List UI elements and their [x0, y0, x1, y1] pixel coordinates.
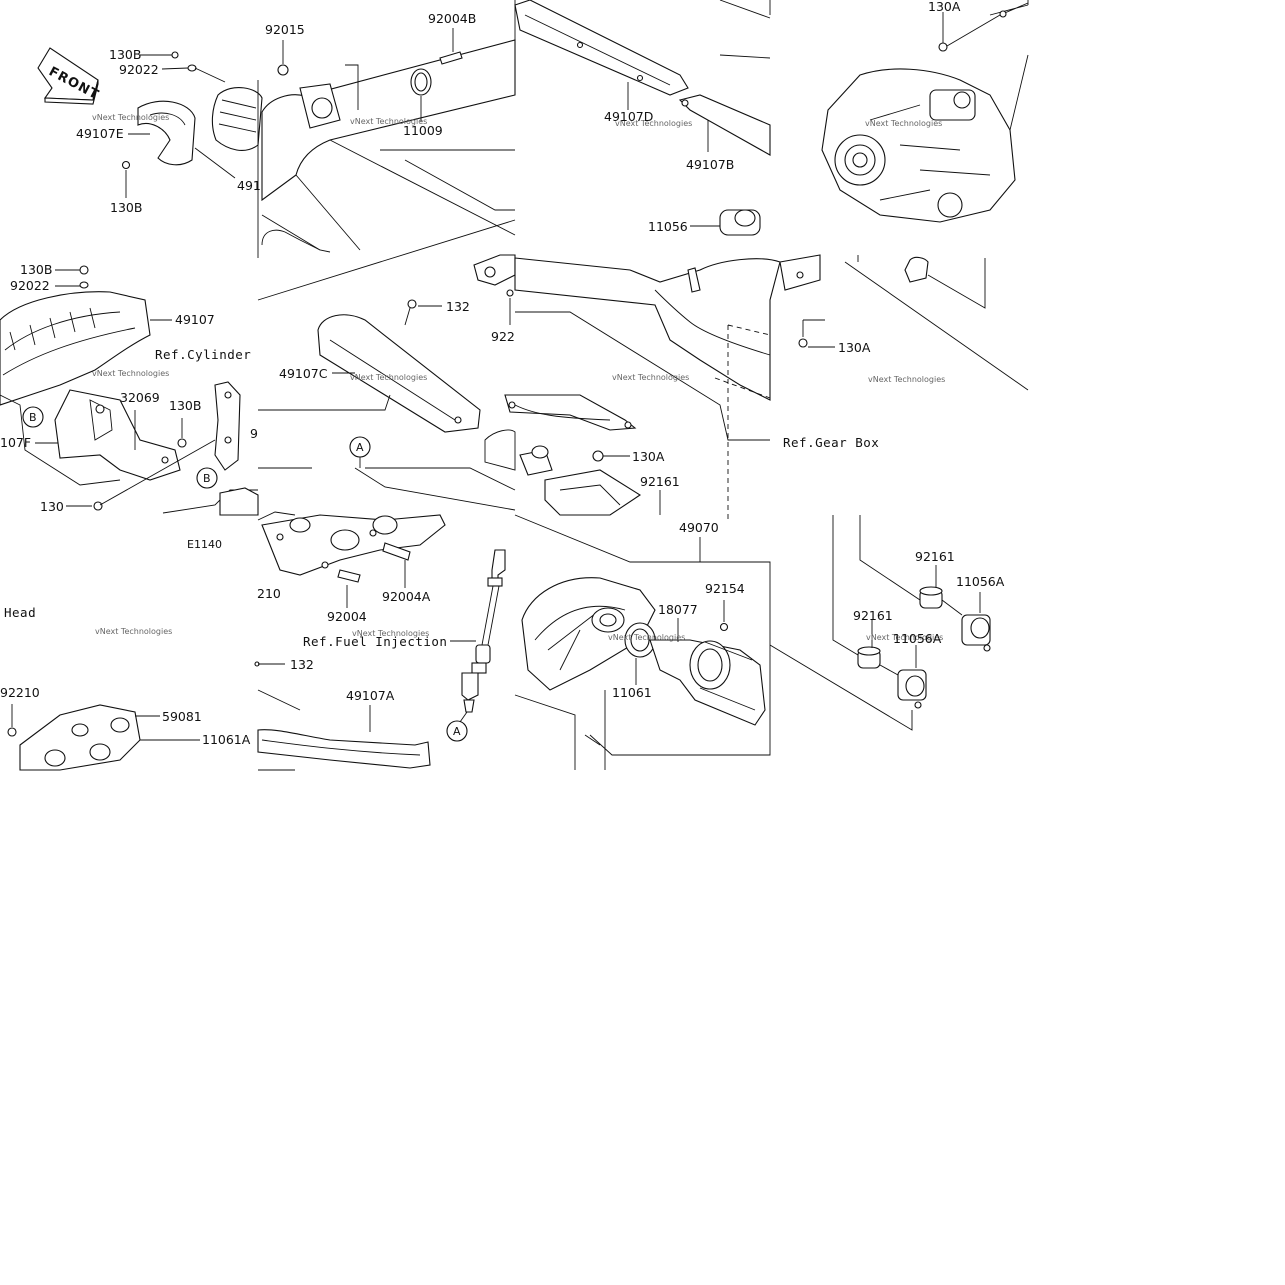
callout-a-bottom: A: [446, 720, 468, 742]
tail-pipe-section: [514, 514, 771, 770]
part-label: 18077: [658, 602, 698, 617]
part-label: 9: [250, 426, 258, 441]
part-label: 49107: [175, 312, 215, 327]
part-label: 92022: [119, 62, 159, 77]
part-label: 32069: [120, 390, 160, 405]
part-label: 130B: [169, 398, 201, 413]
part-label: 132: [290, 657, 314, 672]
part-label: 11056A: [956, 574, 1005, 589]
panel-borders: [257, 0, 1029, 258]
part-label: 49070: [679, 520, 719, 535]
part-label: 92210: [0, 685, 40, 700]
svg-text:A: A: [453, 725, 461, 738]
part-label: 107F: [0, 435, 31, 450]
part-label: 11056A: [893, 631, 942, 646]
bracket-32069: [0, 381, 259, 516]
part-label: 92161: [853, 608, 893, 623]
gasket-plate: [257, 511, 446, 608]
ref-fuel-injection-label: Ref.Fuel Injection: [303, 634, 447, 649]
diagram-code: E1140: [187, 538, 222, 551]
rubber-mounts: [769, 515, 991, 731]
watermark: vNext Technologies: [352, 629, 429, 638]
callout-b-mid: B: [196, 467, 218, 489]
cover-49107D: [514, 0, 689, 110]
part-label: 49107D: [604, 109, 653, 124]
exhaust-manifold: [7, 661, 285, 771]
part-label: 922: [491, 329, 515, 344]
part-label: 92015: [265, 22, 305, 37]
callout-b-left: B: [22, 406, 44, 428]
part-label: 49107C: [279, 366, 328, 381]
part-label: 49107B: [686, 157, 734, 172]
part-label: 11061A: [202, 732, 251, 747]
svg-text:B: B: [29, 411, 37, 424]
part-label: 210: [257, 586, 281, 601]
ref-head-label: Head: [4, 605, 36, 620]
part-label: 92004A: [382, 589, 431, 604]
gear-box: [821, 2, 1029, 223]
part-label: 49107A: [346, 688, 395, 703]
part-label: 59081: [162, 709, 202, 724]
watermark: vNext Technologies: [608, 633, 685, 642]
watermark: vNext Technologies: [92, 113, 169, 122]
cover-49107A: [257, 689, 431, 771]
part-label: 491: [237, 178, 261, 193]
watermark: vNext Technologies: [868, 375, 945, 384]
watermark: vNext Technologies: [92, 369, 169, 378]
part-label: 11056: [648, 219, 688, 234]
mount-bracket: [504, 394, 661, 516]
exhaust-pipe-top: [261, 28, 516, 253]
part-label: 92004B: [428, 11, 476, 26]
watermark: vNext Technologies: [866, 633, 943, 642]
part-label: 49107E: [76, 126, 124, 141]
heat-shield-49107E: [121, 51, 263, 198]
ref-cylinder-label: Ref.Cylinder: [155, 347, 251, 362]
part-label: 130A: [838, 340, 871, 355]
part-label: 92161: [640, 474, 680, 489]
front-arrow-icon: FRONT: [37, 47, 101, 105]
svg-text:B: B: [203, 472, 211, 485]
part-label: 130B: [20, 262, 52, 277]
part-label: 130B: [109, 47, 141, 62]
ref-gear-box-label: Ref.Gear Box: [783, 435, 879, 450]
reference-labels: Ref.Cylinder Ref.Gear Box Ref.Fuel Injec…: [4, 347, 879, 649]
part-label: 130: [40, 499, 64, 514]
part-label: 92161: [915, 549, 955, 564]
watermark: vNext Technologies: [612, 373, 689, 382]
part-label: 130A: [632, 449, 665, 464]
part-label: 130A: [928, 0, 961, 14]
cover-49107B: [678, 0, 771, 156]
watermark: vNext Technologies: [350, 373, 427, 382]
part-label: 92154: [705, 581, 745, 596]
heat-shield-49107: [0, 265, 172, 406]
svg-text:A: A: [356, 441, 364, 454]
watermark: vNext Technologies: [350, 117, 427, 126]
part-label: 130B: [110, 200, 142, 215]
oxygen-sensor: [450, 549, 506, 723]
part-label: 11061: [612, 685, 652, 700]
part-label: 92004: [327, 609, 367, 624]
part-label: 11009: [403, 123, 443, 138]
part-labels: 130B 92022 49107E 130B 491 92015 92004B …: [0, 0, 1005, 747]
watermark: vNext Technologies: [865, 119, 942, 128]
muffler-49070: [514, 209, 1029, 520]
callout-a-top: A: [349, 436, 371, 468]
watermark: vNext Technologies: [615, 119, 692, 128]
pipe-49107C: [257, 219, 516, 511]
part-label: 92022: [10, 278, 50, 293]
watermark: vNext Technologies: [95, 627, 172, 636]
part-label: 132: [446, 299, 470, 314]
watermarks: vNext Technologies vNext Technologies vN…: [92, 113, 945, 642]
